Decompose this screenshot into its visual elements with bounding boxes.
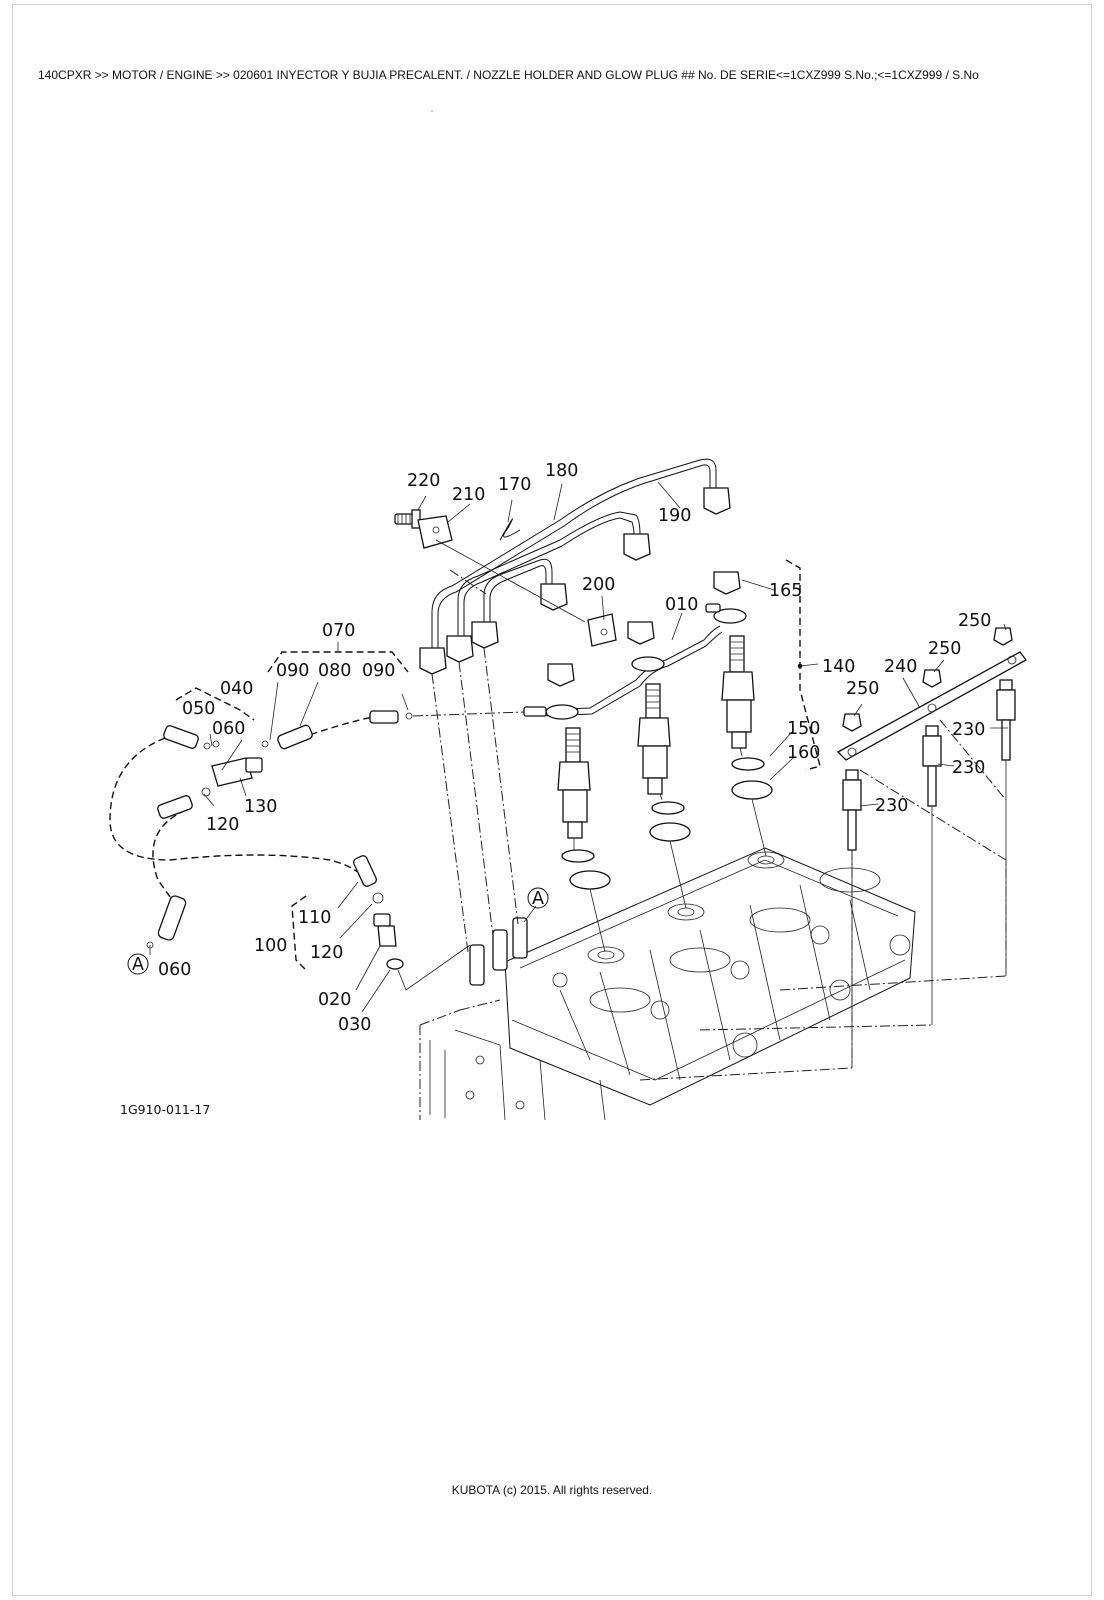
callout-030: 030 — [338, 1015, 371, 1035]
callout-020: 020 — [318, 990, 351, 1010]
speck-dot — [431, 110, 433, 112]
cylinder-head — [419, 847, 916, 1121]
callout-070: 070 — [322, 621, 355, 641]
callout-120-lower: 120 — [310, 943, 343, 963]
callout-040: 040 — [220, 679, 253, 699]
injection-pipes — [419, 458, 731, 675]
callout-230-left: 230 — [875, 796, 908, 816]
callout-170: 170 — [498, 475, 531, 495]
callout-190: 190 — [658, 506, 691, 526]
callout-leaders — [149, 481, 1008, 1013]
callout-230-mid: 230 — [952, 758, 985, 778]
bracket-070 — [267, 651, 409, 673]
page-frame — [12, 4, 1092, 1596]
nozzle-holders — [547, 571, 773, 953]
callout-230-right: 230 — [952, 720, 985, 740]
callout-090-left: 090 — [276, 661, 309, 681]
callout-060-lower: 060 — [158, 960, 191, 980]
pipe-clamp — [394, 509, 617, 647]
callout-130: 130 — [244, 797, 277, 817]
callout-120-upper: 120 — [206, 815, 239, 835]
callout-240: 240 — [884, 657, 917, 677]
bracket-140 — [785, 559, 821, 771]
callout-250-mid: 250 — [928, 639, 961, 659]
callout-140: 140 — [822, 657, 855, 677]
callout-250-left: 250 — [846, 679, 879, 699]
copyright-notice: KUBOTA (c) 2015. All rights reserved. — [451, 1483, 653, 1497]
svg-text:A: A — [132, 955, 144, 975]
callout-labels: 220 210 170 180 190 200 010 165 250 250 … — [158, 461, 991, 1035]
callout-060-upper: 060 — [212, 719, 245, 739]
callout-180: 180 — [545, 461, 578, 481]
callout-200: 200 — [582, 575, 615, 595]
callout-100: 100 — [254, 936, 287, 956]
callout-165: 165 — [769, 581, 802, 601]
return-hose-assembly — [109, 710, 471, 991]
callout-050: 050 — [182, 699, 215, 719]
drawing-code: 1G910-011-17 — [120, 1102, 210, 1117]
callout-210: 210 — [452, 485, 485, 505]
callout-250-right: 250 — [958, 611, 991, 631]
svg-text:A: A — [532, 889, 544, 909]
glow-plugs — [836, 627, 1027, 1068]
leak-off-pipe — [523, 603, 747, 720]
breadcrumb: 140CPXR >> MOTOR / ENGINE >> 020601 INYE… — [38, 68, 979, 82]
callout-110: 110 — [298, 908, 331, 928]
callout-010: 010 — [665, 595, 698, 615]
callout-150: 150 — [787, 719, 820, 739]
callout-160: 160 — [787, 743, 820, 763]
reference-marker-a: A A — [127, 887, 549, 975]
callout-090-right: 090 — [362, 661, 395, 681]
callout-080: 080 — [318, 661, 351, 681]
leader-lines — [412, 569, 1007, 1081]
bracket-100 — [291, 895, 307, 971]
callout-220: 220 — [407, 471, 440, 491]
bracket-040 — [175, 687, 255, 721]
